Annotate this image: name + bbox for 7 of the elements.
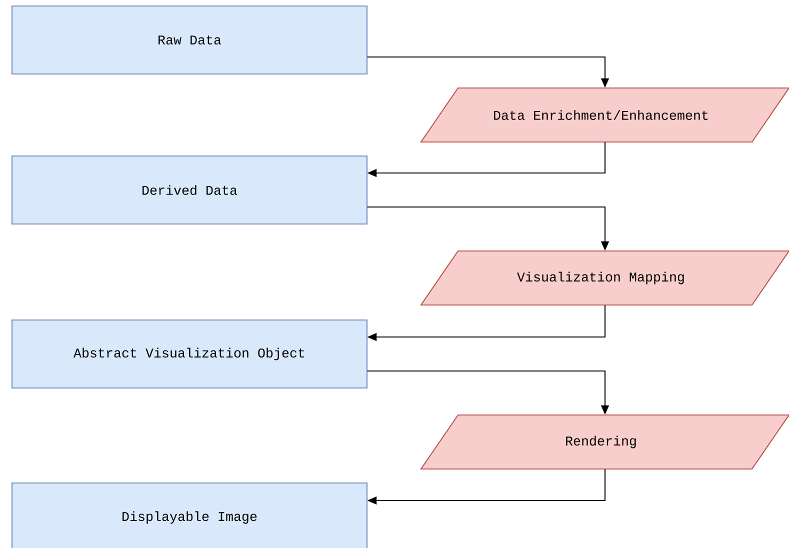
data-parallelogram: Visualization Mapping (420, 250, 789, 306)
data-parallelogram: Data Enrichment/Enhancement (420, 87, 789, 143)
process-box: Derived Data (11, 155, 368, 225)
process-box: Raw Data (11, 5, 368, 75)
process-box: Abstract Visualization Object (11, 319, 368, 389)
process-box: Displayable Image (11, 482, 368, 548)
data-parallelogram: Rendering (420, 414, 789, 470)
